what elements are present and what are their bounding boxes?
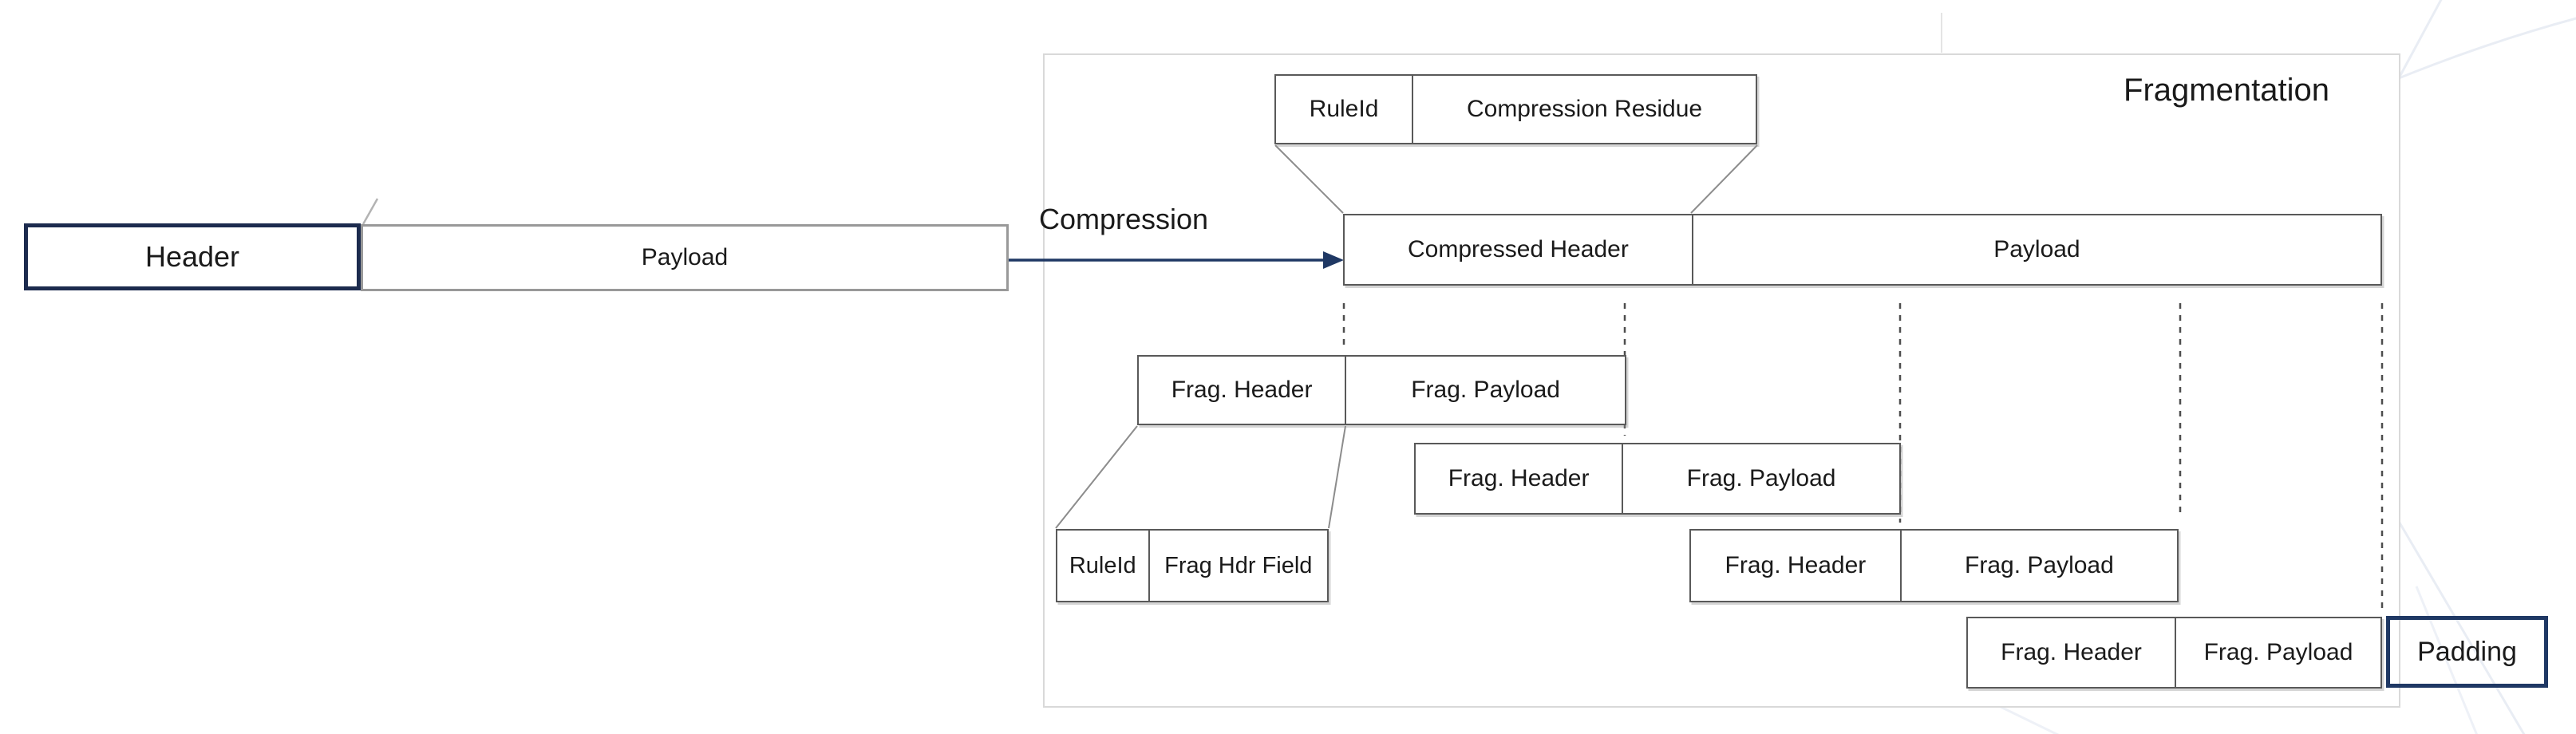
decor-line [2398, 17, 2576, 80]
decor-line [1998, 704, 2060, 734]
compressed-packet-box: Compressed Header Payload [1343, 214, 2382, 286]
compression-residue-cell: Compression Residue [1412, 76, 1756, 143]
frag-header-detail-box: RuleId Frag Hdr Field [1056, 529, 1329, 602]
frag-payload-cell: Frag. Payload [1345, 357, 1625, 424]
original-header-label: Header [144, 240, 240, 273]
compressed-payload-cell: Payload [1691, 215, 2380, 284]
original-header-box: Header [24, 223, 361, 290]
frag-payload-cell: Frag. Payload [1622, 444, 1899, 513]
original-payload-box: Payload [361, 224, 1009, 291]
frag-header-cell: Frag. Header [1448, 465, 1590, 491]
padding-label: Padding [2417, 636, 2517, 667]
rule-residue-box: RuleId Compression Residue [1274, 74, 1757, 144]
detail-rule-id-cell: RuleId [1069, 552, 1136, 578]
frag-header-cell: Frag. Header [1171, 377, 1313, 403]
padding-box: Padding [2386, 616, 2548, 688]
fragmentation-title: Fragmentation [2124, 72, 2329, 108]
detail-field-cell: Frag Hdr Field [1148, 531, 1327, 601]
frag-detail-connector-right [1328, 425, 1346, 529]
fragment-row-1: Frag. Header Frag. Payload [1137, 355, 1626, 425]
frag-header-cell: Frag. Header [1725, 552, 1867, 578]
original-payload-label: Payload [641, 244, 729, 270]
fragment-row-4: Frag. Header Frag. Payload [1966, 617, 2382, 689]
fragment-row-2: Frag. Header Frag. Payload [1414, 443, 1901, 515]
frag-header-cell: Frag. Header [2001, 639, 2142, 665]
rule-id-cell: RuleId [1309, 96, 1379, 122]
compressed-header-cell: Compressed Header [1408, 236, 1629, 262]
decor-line [2397, 0, 2443, 79]
frag-payload-cell: Frag. Payload [2175, 618, 2380, 687]
compression-arrow [1009, 251, 1344, 269]
rule-box-connector-left [1274, 144, 1344, 214]
compression-label: Compression [1038, 203, 1209, 235]
frag-payload-cell: Frag. Payload [1899, 531, 2177, 601]
payload-corner-tick [362, 198, 379, 225]
frag-detail-connector-left [1055, 425, 1138, 529]
fragment-row-3: Frag. Header Frag. Payload [1689, 529, 2179, 602]
decor-line [2391, 510, 2526, 734]
decor-line [2415, 586, 2478, 734]
rule-box-connector-right [1690, 144, 1758, 214]
